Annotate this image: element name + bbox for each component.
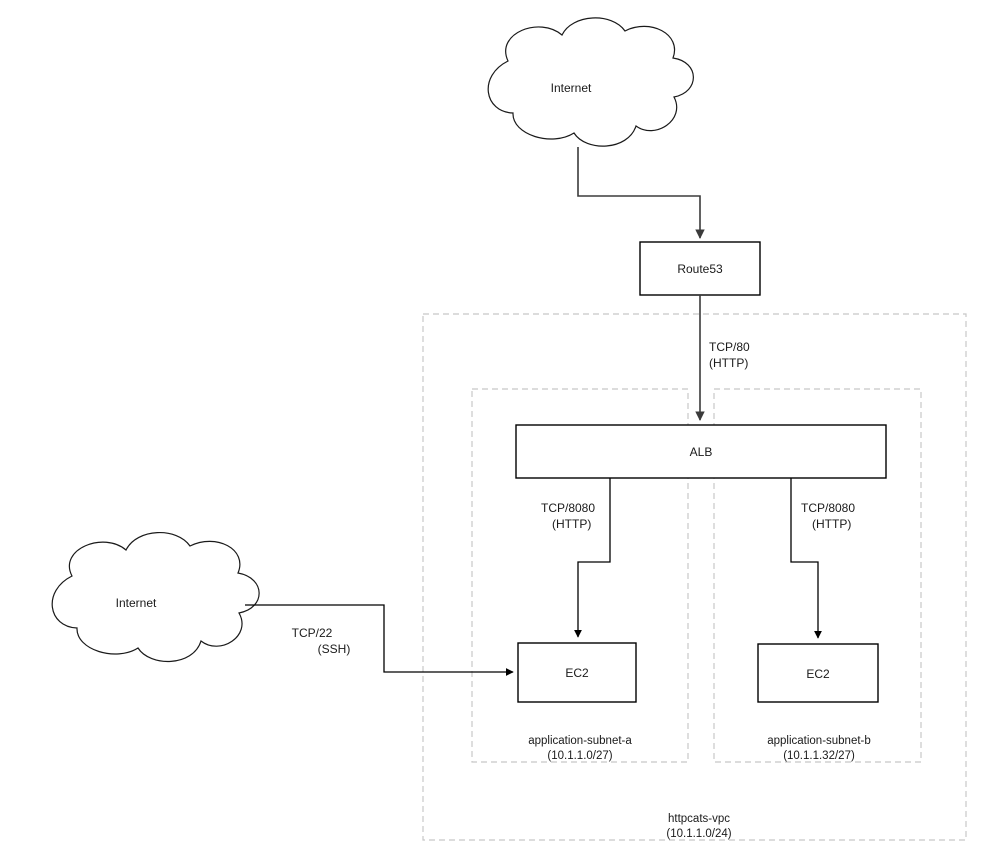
edge-label-tcp80-protocol: TCP/80 [709, 340, 750, 354]
vpc-name: httpcats-vpc [668, 813, 730, 825]
edge-label-tcp8080-a-protocol: TCP/8080 [541, 501, 595, 515]
edge-alb-to-ec2-b [790, 478, 822, 639]
ec2-a-label: EC2 [565, 666, 589, 680]
internet-left-label: Internet [116, 596, 157, 610]
edge-label-tcp22-protocol: TCP/22 [292, 626, 333, 640]
edge-label-tcp22-detail: (SSH) [318, 642, 351, 656]
subnet-a-label-group: application-subnet-a (10.1.1.0/27) [528, 735, 632, 762]
edge-internet-to-route53 [577, 147, 705, 239]
subnet-b-boundary [713, 388, 922, 763]
internet-cloud-top: Internet [487, 17, 694, 147]
subnet-b-cidr: (10.1.1.32/27) [783, 750, 855, 762]
ec2-b-node[interactable]: EC2 [757, 643, 879, 703]
route53-node[interactable]: Route53 [639, 241, 761, 296]
edge-label-tcp8080-b-detail: (HTTP) [812, 517, 851, 531]
edge-label-tcp80-detail: (HTTP) [709, 356, 748, 370]
edge-label-tcp8080-b-protocol: TCP/8080 [801, 501, 855, 515]
subnet-b-label-group: application-subnet-b (10.1.1.32/27) [767, 735, 871, 762]
alb-node[interactable]: ALB [515, 424, 887, 479]
edge-internet-to-ec2-a [245, 604, 514, 676]
vpc-cidr: (10.1.1.0/24) [666, 828, 731, 840]
edge-alb-to-ec2-a [574, 478, 611, 638]
route53-label: Route53 [677, 262, 723, 276]
vpc-label-group: httpcats-vpc (10.1.1.0/24) [666, 813, 731, 840]
subnet-b-name: application-subnet-b [767, 735, 871, 747]
subnet-a-boundary [471, 388, 689, 763]
vpc-boundary [422, 313, 967, 841]
subnet-a-name: application-subnet-a [528, 735, 632, 747]
edge-label-tcp8080-a-detail: (HTTP) [552, 517, 591, 531]
ec2-b-label: EC2 [806, 667, 830, 681]
ec2-a-node[interactable]: EC2 [517, 642, 637, 703]
subnet-a-cidr: (10.1.1.0/27) [547, 750, 612, 762]
alb-label: ALB [690, 445, 713, 459]
internet-top-label: Internet [551, 81, 592, 95]
internet-cloud-left: Internet [51, 532, 260, 662]
